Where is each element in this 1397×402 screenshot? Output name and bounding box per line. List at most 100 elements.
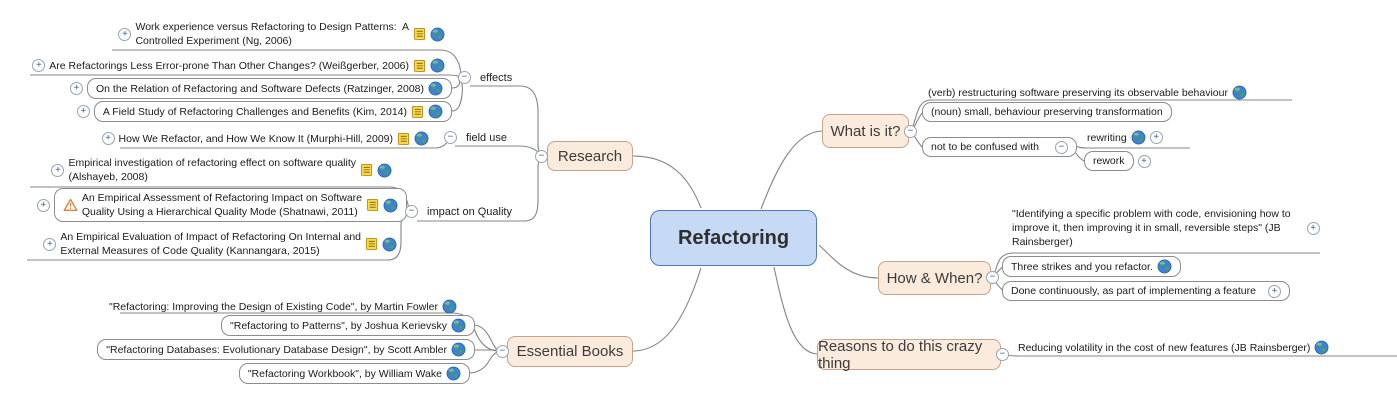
label-field-use[interactable]: − field use [444, 131, 507, 144]
globe-link-icon[interactable] [428, 104, 443, 119]
expand-icon[interactable]: + [51, 163, 65, 177]
globe-link-icon[interactable] [430, 58, 445, 73]
node-text: Empirical investigation of refactoring e… [68, 157, 356, 169]
node-shatnawi-2011[interactable]: + An Empirical Assessment of Refactoring… [36, 188, 407, 222]
root-label: Refactoring [677, 226, 790, 249]
node-ratzinger-2008[interactable]: + On the Relation of Refactoring and Sof… [69, 78, 452, 99]
effects-label: effects [480, 71, 513, 84]
collapse-toggle-research[interactable]: − [535, 150, 548, 163]
globe-link-icon[interactable] [1131, 130, 1146, 145]
globe-link-icon[interactable] [428, 81, 443, 96]
globe-link-icon[interactable] [430, 27, 445, 42]
collapse-toggle-how[interactable]: − [986, 271, 999, 284]
node-kim-2014[interactable]: + A Field Study of Refactoring Challenge… [76, 101, 452, 122]
node-text: "Refactoring Databases: Evolutionary Dat… [106, 343, 447, 356]
note-icon [365, 237, 378, 251]
expand-icon[interactable]: + [118, 27, 132, 41]
node-kannangara-2015[interactable]: + An Empirical Evaluation of Impact of R… [43, 230, 397, 258]
globe-link-icon[interactable] [442, 299, 457, 314]
branch-essential-books[interactable]: Essential Books [507, 336, 633, 367]
branch-label: What is it? [830, 122, 901, 140]
collapse-toggle-what[interactable]: − [904, 125, 917, 138]
node-text: improve it, then improving it in small, … [1012, 222, 1281, 234]
globe-link-icon[interactable] [451, 318, 466, 333]
branch-what-is-it[interactable]: What is it? [822, 114, 909, 148]
node-reducing-volatility[interactable]: Reducing volatility in the cost of new f… [1018, 340, 1329, 355]
node-text: An Empirical Evaluation of Impact of Ref… [60, 231, 361, 243]
note-icon [413, 59, 426, 73]
expand-icon[interactable]: + [43, 237, 57, 251]
node-text: not to be confused with [931, 141, 1039, 153]
node-book-wake[interactable]: "Refactoring Workbook", by William Wake [238, 363, 470, 384]
globe-link-icon[interactable] [446, 366, 461, 381]
expand-icon[interactable]: + [1137, 154, 1151, 168]
node-text: rework [1093, 155, 1125, 167]
branch-how-when[interactable]: How & When? [878, 261, 991, 295]
node-book-kerievsky[interactable]: "Refactoring to Patterns", by Joshua Ker… [221, 315, 475, 336]
node-text: Rainsberger) [1012, 236, 1073, 248]
note-icon [413, 27, 426, 41]
node-weissgerber-2006[interactable]: + Are Refactorings Less Error-prone Than… [32, 58, 445, 73]
note-icon [411, 105, 424, 119]
node-text: Are Refactorings Less Error-prone Than O… [49, 59, 409, 72]
branch-label: Research [557, 147, 623, 165]
node-text: (noun) small, behaviour preserving trans… [931, 106, 1163, 118]
collapse-toggle-impact[interactable]: − [405, 205, 418, 218]
globe-link-icon[interactable] [1157, 259, 1172, 274]
node-text: Reducing volatility in the cost of new f… [1018, 341, 1311, 354]
branch-reasons[interactable]: Reasons to do this crazy thing [817, 338, 1001, 372]
node-not-confused[interactable]: not to be confused with − [922, 137, 1077, 157]
node-three-strikes[interactable]: Three strikes and you refactor. [1002, 256, 1181, 277]
node-text: Controlled Experiment (Ng, 2006) [135, 35, 292, 47]
collapse-toggle-field-use[interactable]: − [444, 131, 457, 144]
globe-link-icon[interactable] [1314, 340, 1329, 355]
globe-link-icon[interactable] [451, 342, 466, 357]
branch-label: Essential Books [516, 343, 624, 360]
node-text: "Refactoring Workbook", by William Wake [247, 367, 442, 380]
expand-icon[interactable]: + [1267, 284, 1281, 298]
node-ng-2006[interactable]: + Work experience versus Refactoring to … [118, 20, 445, 48]
expand-icon[interactable]: + [69, 82, 83, 95]
root-refactoring[interactable]: Refactoring [650, 210, 817, 266]
node-text: "Refactoring: Improving the Design of Ex… [108, 300, 438, 313]
field-use-label: field use [466, 131, 507, 144]
node-text: (Alshayeb, 2008) [68, 171, 148, 183]
expand-icon[interactable]: + [101, 132, 115, 145]
label-impact-quality[interactable]: − impact on Quality [405, 205, 512, 218]
globe-link-icon[interactable] [377, 163, 392, 178]
node-done-continuously[interactable]: Done continuously, as part of implementi… [1002, 281, 1290, 301]
globe-link-icon[interactable] [1232, 85, 1247, 100]
note-icon [397, 132, 410, 146]
branch-research[interactable]: Research [547, 141, 633, 171]
expand-icon[interactable]: + [1149, 131, 1163, 144]
node-jb-quote[interactable]: "Identifying a specific problem with cod… [1012, 207, 1320, 249]
collapse-toggle-effects[interactable]: − [458, 71, 471, 84]
collapse-toggle-books[interactable]: − [496, 345, 509, 358]
node-text: (verb) restructuring software preserving… [928, 86, 1228, 99]
expand-icon[interactable]: + [36, 198, 50, 212]
node-book-fowler[interactable]: "Refactoring: Improving the Design of Ex… [109, 299, 457, 314]
node-text: An Empirical Assessment of Refactoring I… [81, 192, 362, 204]
globe-link-icon[interactable] [382, 237, 397, 252]
collapse-toggle-reasons[interactable]: − [996, 348, 1009, 361]
globe-link-icon[interactable] [383, 198, 398, 213]
node-rework[interactable]: rework + [1084, 151, 1151, 171]
node-noun-definition[interactable]: (noun) small, behaviour preserving trans… [922, 102, 1172, 122]
node-text: "Refactoring to Patterns", by Joshua Ker… [230, 319, 447, 332]
globe-link-icon[interactable] [414, 131, 429, 146]
node-rewriting[interactable]: rewriting + [1087, 130, 1163, 145]
node-murphy-hill-2009[interactable]: + How We Refactor, and How We Know It (M… [101, 131, 429, 146]
collapse-toggle-confused[interactable]: − [1055, 140, 1068, 154]
node-book-ambler[interactable]: "Refactoring Databases: Evolutionary Dat… [97, 339, 475, 360]
node-text: How We Refactor, and How We Know It (Mur… [118, 132, 393, 145]
label-effects[interactable]: − effects [458, 71, 512, 84]
node-verb-definition[interactable]: (verb) restructuring software preserving… [928, 85, 1247, 100]
expand-icon[interactable]: + [1306, 221, 1320, 235]
node-text: rewriting [1087, 131, 1127, 144]
node-text: External Measures of Code Quality (Kanna… [60, 245, 320, 257]
warning-icon [63, 198, 78, 212]
expand-icon[interactable]: + [76, 105, 90, 118]
expand-icon[interactable]: + [32, 59, 46, 72]
node-alshayeb-2008[interactable]: + Empirical investigation of refactoring… [51, 156, 392, 184]
